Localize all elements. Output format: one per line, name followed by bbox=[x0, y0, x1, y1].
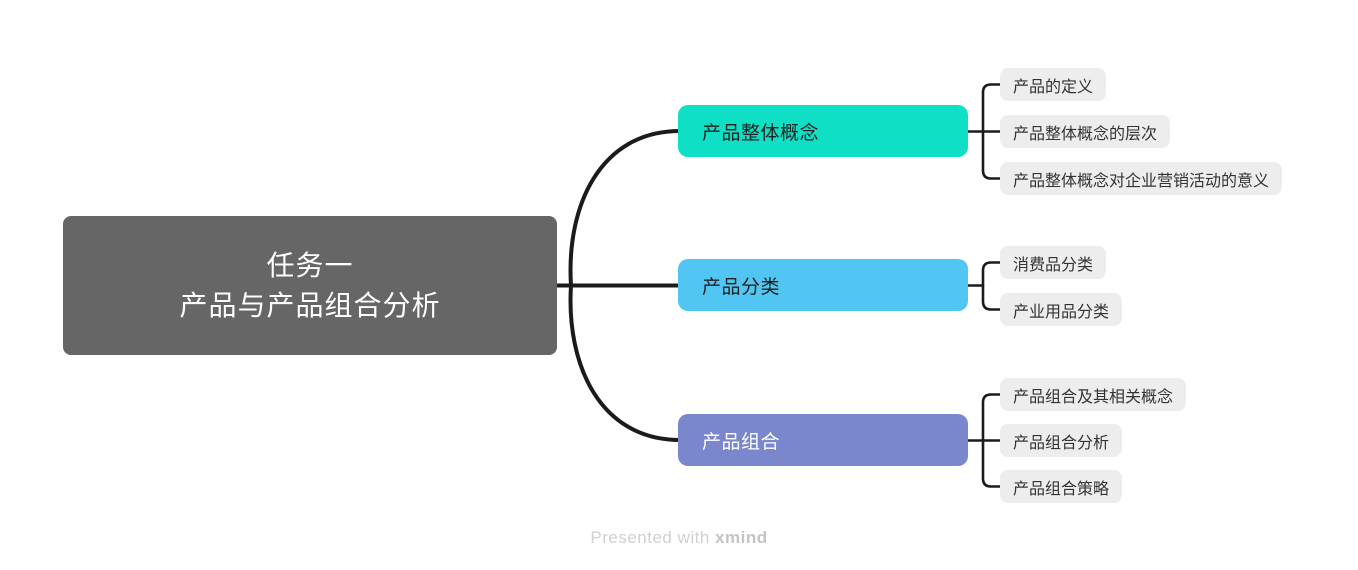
watermark-text: Presented with bbox=[590, 528, 716, 547]
subtopic-label: 产品组合策略 bbox=[1013, 480, 1110, 498]
subtopic-label: 消费品分类 bbox=[1013, 256, 1094, 274]
edge-root-branch-1 bbox=[568, 129, 682, 288]
branch-topic-label: 产品组合 bbox=[702, 431, 781, 453]
branch-topic-product-mix[interactable]: 产品组合 bbox=[678, 414, 968, 466]
subtopic-label: 产品的定义 bbox=[1013, 78, 1094, 96]
subtopic[interactable]: 产品组合分析 bbox=[1000, 424, 1123, 457]
xmind-logo-text: xmind bbox=[715, 528, 768, 547]
subtopic[interactable]: 产业用品分类 bbox=[1000, 293, 1123, 326]
edge-root-branch-3 bbox=[568, 283, 682, 442]
subtopic[interactable]: 消费品分类 bbox=[1000, 246, 1107, 279]
edge-branch-1-bracket bbox=[981, 83, 1003, 180]
subtopic[interactable]: 产品的定义 bbox=[1000, 68, 1107, 101]
root-topic-label-line1: 任务一 bbox=[266, 249, 354, 281]
branch-topic-product-classification[interactable]: 产品分类 bbox=[678, 259, 968, 311]
edge-branch-2-bracket bbox=[981, 261, 1003, 311]
branch-topic-label: 产品整体概念 bbox=[702, 122, 820, 144]
watermark: Presented with xmind bbox=[0, 528, 1358, 548]
subtopic[interactable]: 产品整体概念的层次 bbox=[1000, 115, 1171, 148]
root-topic-label-line2: 产品与产品组合分析 bbox=[179, 289, 441, 321]
subtopic-label: 产品整体概念的层次 bbox=[1013, 125, 1158, 143]
branch-topic-product-whole-concept[interactable]: 产品整体概念 bbox=[678, 105, 968, 157]
branch-topic-label: 产品分类 bbox=[702, 276, 781, 298]
subtopic[interactable]: 产品组合策略 bbox=[1000, 470, 1123, 503]
subtopic-label: 产业用品分类 bbox=[1013, 303, 1110, 321]
edge-branch-3-bracket bbox=[981, 393, 1003, 488]
subtopic-label: 产品组合分析 bbox=[1013, 434, 1110, 452]
subtopic[interactable]: 产品整体概念对企业营销活动的意义 bbox=[1000, 162, 1283, 195]
root-topic[interactable]: 任务一 产品与产品组合分析 bbox=[63, 216, 557, 355]
subtopic-label: 产品组合及其相关概念 bbox=[1013, 388, 1174, 406]
subtopic[interactable]: 产品组合及其相关概念 bbox=[1000, 378, 1187, 411]
subtopic-label: 产品整体概念对企业营销活动的意义 bbox=[1013, 172, 1270, 190]
